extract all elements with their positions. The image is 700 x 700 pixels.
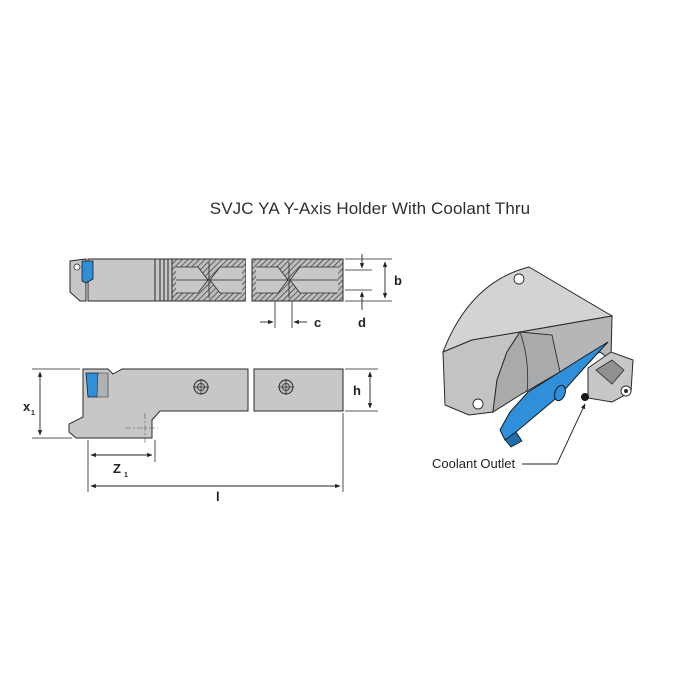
coolant-outlet-callout: Coolant Outlet xyxy=(432,403,586,471)
isometric-view xyxy=(442,266,634,448)
iso-mount-hole-icon xyxy=(513,273,525,285)
top-view-screw xyxy=(73,263,81,271)
side-view-shank-right xyxy=(253,368,344,412)
dim-z1-subscript: 1 xyxy=(124,472,128,479)
coolant-port-1-icon xyxy=(193,379,209,395)
side-view xyxy=(68,368,344,445)
iso-mount-hole-2-icon xyxy=(472,398,484,410)
side-view-dimensions: h x 1 Z 1 l xyxy=(23,368,378,504)
dim-x1-label: x xyxy=(23,399,31,414)
iso-insert-pocket xyxy=(492,331,561,413)
dim-l-label: l xyxy=(216,489,220,504)
dim-x1-subscript: 1 xyxy=(31,410,35,417)
dim-d-label: d xyxy=(358,315,366,330)
iso-insert xyxy=(499,341,609,441)
iso-insert-screw-icon xyxy=(554,384,566,402)
dim-c-label: c xyxy=(314,315,321,330)
dim-h-label: h xyxy=(353,383,361,398)
coolant-outlet-icon xyxy=(581,393,589,401)
dim-z1-label: Z xyxy=(113,461,121,476)
dim-b-label: b xyxy=(394,273,402,288)
top-view xyxy=(69,257,344,303)
coolant-port-2-icon xyxy=(278,379,294,395)
top-view-insert xyxy=(81,260,94,284)
top-view-dimensions: b d c xyxy=(260,254,402,330)
diagram-title: SVJC YA Y-Axis Holder With Coolant Thru xyxy=(209,199,531,218)
coolant-outlet-label: Coolant Outlet xyxy=(432,456,515,471)
